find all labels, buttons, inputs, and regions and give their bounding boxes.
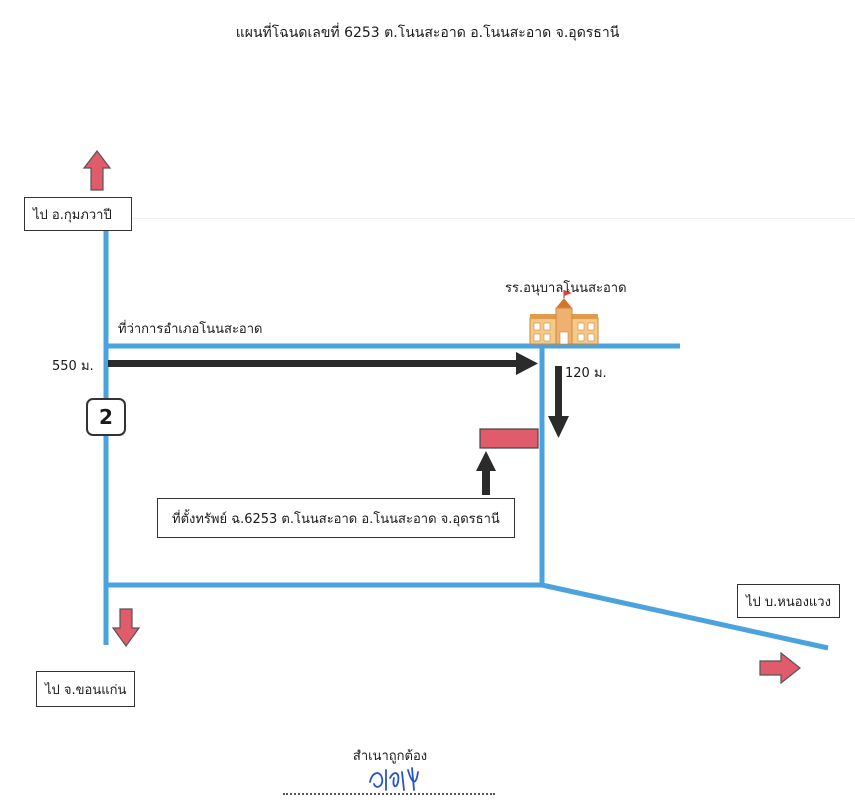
school-building-icon — [529, 290, 599, 345]
route-arrow-north — [476, 451, 496, 495]
signature-line — [283, 793, 495, 795]
label-district-office: ที่ว่าการอำเภอโนนสะอาด — [118, 322, 263, 337]
signature — [369, 767, 419, 791]
direction-arrows — [82, 150, 801, 685]
label-distance-550: 550 ม. — [52, 359, 94, 374]
label-school: รร.อนุบาลโนนสะอาด — [505, 281, 627, 296]
highway-number: 2 — [99, 405, 113, 429]
label-to-north: ไป อ.กุมภวาปี — [24, 197, 132, 231]
route-arrow-south — [548, 366, 569, 438]
certify-text: สำเนาถูกต้อง — [352, 749, 428, 764]
direction-arrow-up — [82, 150, 112, 191]
property-marker — [479, 428, 539, 449]
map-title: แผนที่โฉนดเลขที่ 6253 ต.โนนสะอาด อ.โนนสะ… — [235, 25, 620, 41]
label-distance-120: 120 ม. — [565, 366, 607, 381]
direction-arrow-right — [759, 651, 801, 685]
label-property: ที่ตั้งทรัพย์ ฉ.6253 ต.โนนสะอาด อ.โนนสะอ… — [157, 498, 515, 538]
label-to-south: ไป จ.ขอนแก่น — [36, 671, 136, 707]
label-to-east: ไป บ.หนองแวง — [737, 584, 840, 618]
roads — [103, 228, 829, 651]
direction-arrow-down — [111, 608, 141, 648]
highway-shield-icon: 2 — [86, 398, 126, 436]
route-arrow-east — [108, 352, 538, 375]
route-arrows — [108, 352, 569, 495]
road-east — [541, 582, 829, 651]
scan-line — [120, 218, 855, 219]
